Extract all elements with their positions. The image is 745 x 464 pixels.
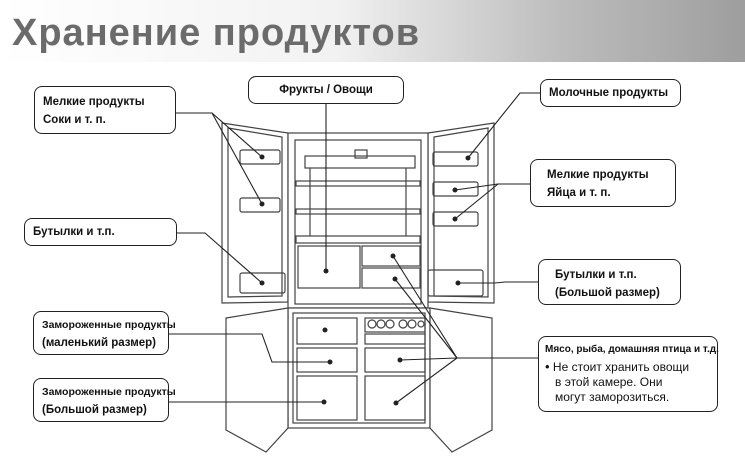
meat-warning-line1: • Не стоит хранить овощи xyxy=(545,359,690,374)
freezer-tray-3 xyxy=(364,347,426,373)
freezer-tray-4 xyxy=(296,375,358,421)
door-bin-right-3 xyxy=(432,211,479,227)
drawer-upper-right xyxy=(361,245,421,267)
freezer-body xyxy=(287,307,431,429)
freezer-tray-5 xyxy=(364,375,426,421)
shelf-1 xyxy=(295,180,421,187)
label-small-products-door: Мелкие продукты Соки и т. п. xyxy=(34,86,176,134)
right-upper-door xyxy=(427,122,495,304)
label-small-products-eggs: Мелкие продукты Яйца и т. п. xyxy=(530,159,676,207)
label-frozen-large: Замороженные продукты (Большой размер) xyxy=(33,378,176,422)
door-bin-right-1 xyxy=(432,151,479,167)
door-bin-left-2 xyxy=(239,197,281,213)
freezer-tray-1 xyxy=(296,317,358,345)
control-panel xyxy=(304,155,416,169)
title-banner: Хранение продуктов xyxy=(0,0,745,62)
label-bottles-right: Бутылки и т.п. (Большой размер) xyxy=(538,259,681,305)
door-bin-left-1 xyxy=(239,149,281,165)
label-meat-fish: Мясо, рыба, домашняя птица и т.д. • Не с… xyxy=(538,336,719,412)
label-bottles-left: Бутылки и т.п. xyxy=(24,218,177,246)
fridge-body xyxy=(287,132,429,309)
ice-maker xyxy=(364,317,426,333)
freezer-left-door xyxy=(225,307,289,453)
door-bin-left-3 xyxy=(239,272,286,294)
drawer-lower-right xyxy=(361,267,421,289)
door-bin-right-2 xyxy=(432,181,479,197)
crisper-left xyxy=(297,245,361,289)
label-fruits-vegetables: Фрукты / Овощи xyxy=(248,76,404,104)
freezer-tray-2 xyxy=(296,347,358,373)
shelf-3 xyxy=(295,235,421,244)
label-dairy: Молочные продукты xyxy=(540,79,681,107)
shelf-2 xyxy=(295,208,421,215)
page-title: Хранение продуктов xyxy=(12,12,421,54)
label-frozen-small: Замороженные продукты (маленький размер) xyxy=(33,311,176,355)
